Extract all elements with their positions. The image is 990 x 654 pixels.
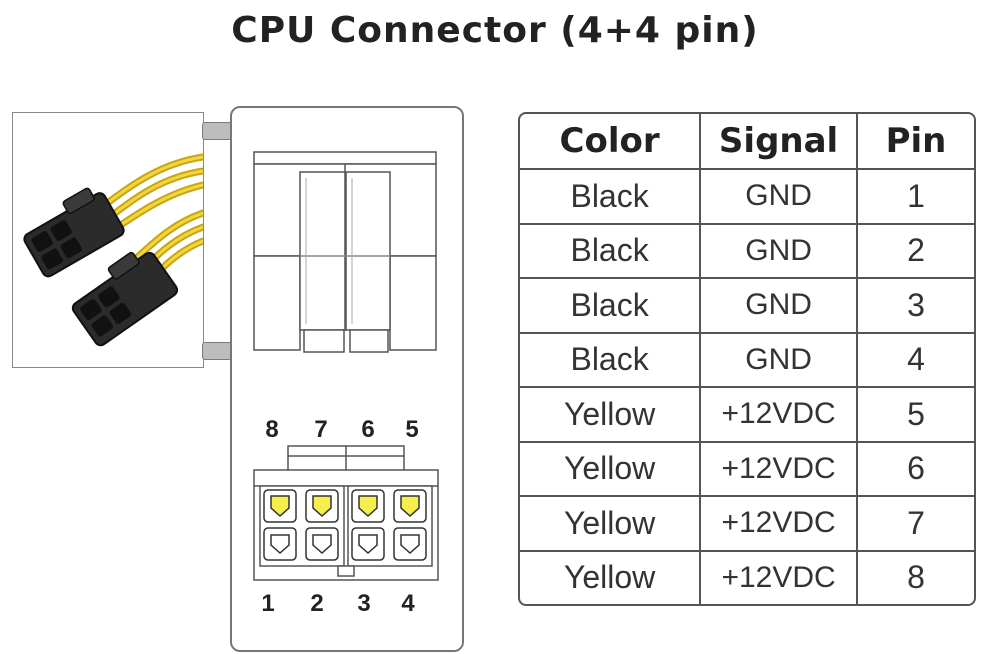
- row-signal: GND: [701, 333, 858, 388]
- row-signal: GND: [701, 170, 858, 225]
- pin-label-3: 3: [357, 590, 371, 617]
- row-pin: 3: [857, 279, 974, 334]
- photo-connector-stub-top: [202, 122, 232, 140]
- row-color: Yellow: [520, 388, 702, 443]
- row-color: Black: [520, 170, 702, 225]
- row-signal: +12VDC: [701, 551, 858, 604]
- row-color: Black: [520, 224, 702, 279]
- row-signal: GND: [701, 279, 858, 334]
- table-row: Yellow +12VDC 8: [520, 551, 974, 604]
- table-row: Yellow +12VDC 5: [520, 388, 974, 443]
- pin-label-7: 7: [314, 416, 328, 443]
- connector-front-view: [253, 445, 439, 581]
- row-pin: 2: [857, 225, 974, 279]
- row-color: Black: [520, 279, 702, 334]
- row-color: Yellow: [520, 551, 702, 604]
- row-pin: 6: [857, 443, 974, 497]
- row-pin: 1: [857, 170, 974, 225]
- connector-side-view: [253, 151, 437, 353]
- row-color: Yellow: [520, 442, 702, 497]
- row-pin: 8: [907, 559, 925, 596]
- photo-connector-stub-bottom: [202, 342, 232, 360]
- pin-label-4: 4: [401, 590, 415, 617]
- pin-label-1: 1: [261, 590, 275, 617]
- table-row: Black GND 3: [520, 279, 974, 334]
- header-pin: Pin: [857, 114, 974, 170]
- row-signal: +12VDC: [701, 442, 858, 497]
- row-color: Black: [520, 333, 702, 388]
- connector-photo: [12, 112, 204, 368]
- header-color: Color: [520, 114, 702, 170]
- table-row: Yellow +12VDC 7: [520, 497, 974, 552]
- pin-label-8: 8: [265, 416, 279, 443]
- table-row: Black GND 2: [520, 224, 974, 279]
- pinout-table: Color Signal Pin Black GND 1 Black GND 2…: [518, 112, 976, 606]
- connector-diagram-panel: 8 7 6 5: [230, 106, 464, 652]
- table-row: Black GND 4: [520, 333, 974, 388]
- cable-illustration: [23, 153, 203, 347]
- table-row: Black GND 1: [520, 170, 974, 225]
- row-signal: +12VDC: [701, 497, 858, 552]
- pin-label-5: 5: [405, 416, 419, 443]
- row-signal: +12VDC: [701, 388, 858, 443]
- header-signal: Signal: [701, 114, 858, 170]
- row-color: Yellow: [520, 497, 702, 552]
- table-row: Yellow +12VDC 6: [520, 442, 974, 497]
- table-header-row: Color Signal Pin: [520, 114, 974, 170]
- pin-label-2: 2: [310, 590, 324, 617]
- row-pin: 7: [857, 497, 974, 552]
- row-pin: 4: [857, 334, 974, 388]
- row-pin: 5: [857, 388, 974, 443]
- row-signal: GND: [701, 224, 858, 279]
- page-title: CPU Connector (4+4 pin): [231, 10, 759, 51]
- pin-label-6: 6: [361, 416, 375, 443]
